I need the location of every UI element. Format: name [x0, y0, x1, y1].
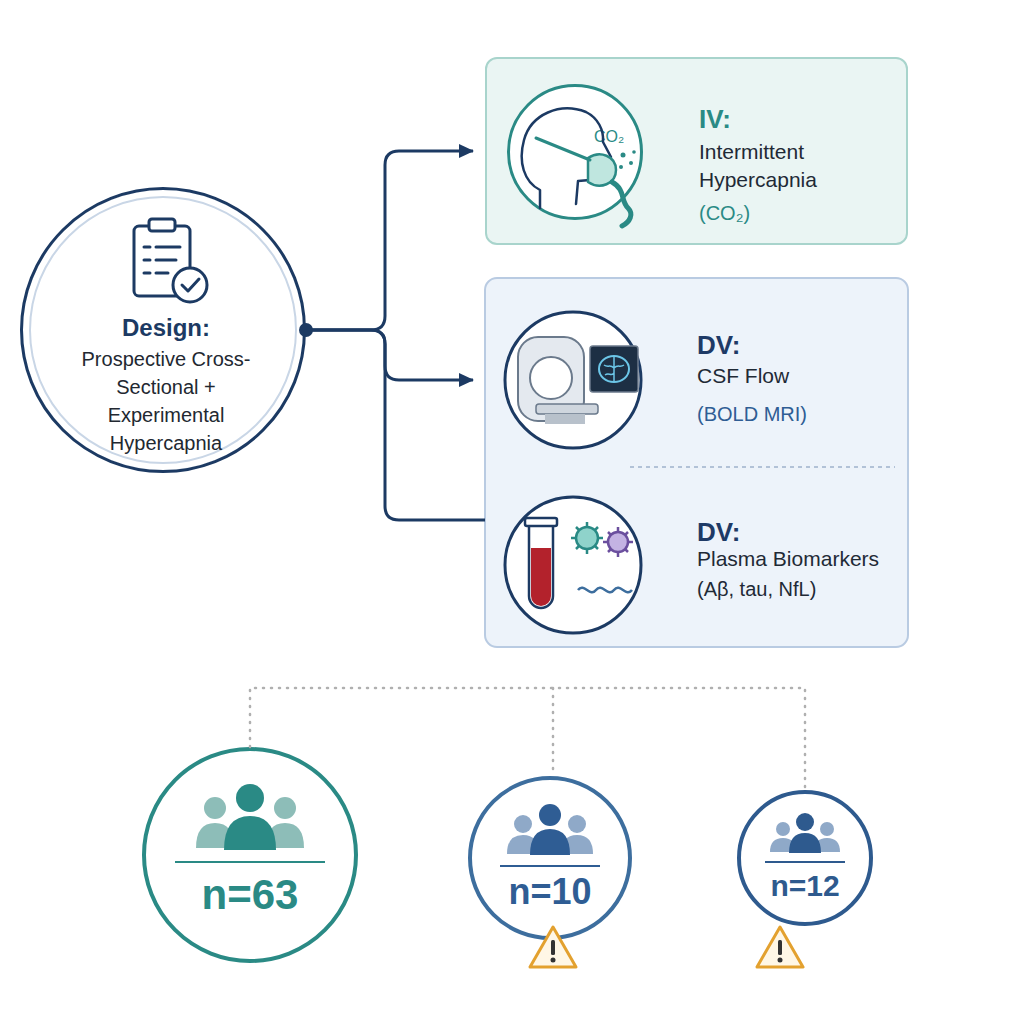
branch-connector — [306, 330, 485, 520]
sample-size: n=63 — [146, 871, 354, 919]
variable-section: DV:CSF Flow (BOLD MRI) — [485, 278, 908, 467]
node-subtitle: (CO₂) — [699, 200, 899, 226]
people-icon — [765, 813, 845, 862]
junction-dot — [299, 323, 313, 337]
people-icon — [500, 804, 600, 866]
variable-section: DV:Plasma Biomarkers (Aβ, tau, NfL) — [485, 467, 908, 647]
warning-icon — [530, 927, 576, 967]
node-heading: Design: — [23, 314, 309, 342]
icon-circle — [505, 312, 641, 448]
branch-connector — [306, 151, 473, 330]
variable-box: IV: Intermittent Hypercapnia (CO₂) CO₂ — [485, 57, 908, 245]
branch-connector — [306, 330, 473, 380]
people-icon — [175, 784, 325, 862]
node-text: Prospective Cross-Sectional + Experiment… — [71, 345, 261, 457]
warning-icon — [757, 927, 803, 967]
node-subtitle: (Aβ, tau, NfL) — [697, 576, 902, 602]
biomarker-icon — [525, 518, 633, 608]
sample-size: n=10 — [472, 871, 628, 913]
clipboard-icon — [134, 219, 207, 302]
sample-circle: n=63 — [142, 747, 358, 963]
dotted-bracket — [250, 688, 805, 790]
icon-circle: CO₂ — [507, 84, 643, 220]
design-circle: Design: Prospective Cross-Sectional + Exp… — [20, 187, 306, 473]
icon-text: CO₂ — [594, 127, 640, 147]
sample-size: n=12 — [741, 868, 869, 904]
node-heading: DV: — [697, 517, 897, 547]
panel-divider — [630, 466, 895, 468]
node-text: Plasma Biomarkers — [697, 545, 902, 573]
icon-circle — [505, 497, 641, 633]
sample-circle: n=12 — [737, 790, 873, 926]
node-text: CSF Flow — [697, 362, 897, 390]
node-text: Intermittent Hypercapnia — [699, 138, 899, 194]
sample-circle: n=10 — [468, 776, 632, 940]
connector-group — [306, 151, 485, 520]
dv-panel — [485, 278, 908, 647]
mri-icon — [518, 337, 638, 424]
node-heading: DV: — [697, 330, 897, 360]
mask-icon — [522, 108, 636, 226]
node-heading: IV: — [699, 104, 899, 134]
node-subtitle: (BOLD MRI) — [697, 401, 897, 427]
